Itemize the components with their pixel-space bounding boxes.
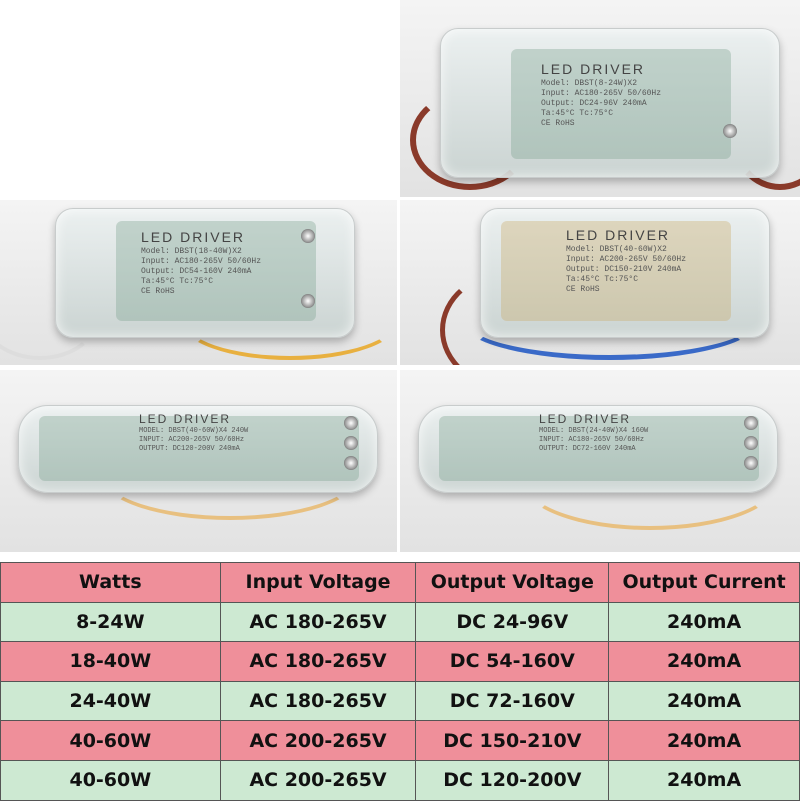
cell: 8-24W: [0, 601, 221, 643]
header-watts: Watts: [0, 562, 221, 603]
brown-wire: [730, 80, 800, 190]
blue-wire: [460, 280, 760, 360]
cell: 24-40W: [0, 680, 221, 722]
spec-table: Watts Input Voltage Output Voltage Outpu…: [0, 562, 800, 801]
cell: 240mA: [608, 759, 800, 801]
cell: AC 180-265V: [219, 601, 417, 643]
cell: 240mA: [608, 641, 800, 682]
cell: AC 200-265V: [219, 759, 417, 801]
table-header-row: Watts Input Voltage Output Voltage Outpu…: [0, 562, 800, 603]
header-output-current: Output Current: [608, 562, 800, 603]
cell: 240mA: [608, 720, 800, 761]
yellow-wire: [180, 280, 397, 360]
header-output-voltage: Output Voltage: [415, 562, 610, 603]
cell: DC 54-160V: [415, 641, 610, 682]
output-wire: [100, 430, 360, 520]
cell: AC 180-265V: [219, 680, 417, 722]
cell: DC 24-96V: [415, 601, 610, 643]
header-input-voltage: Input Voltage: [219, 562, 417, 603]
cell: DC 120-200V: [415, 759, 610, 801]
cell: 240mA: [608, 601, 800, 643]
output-wire: [520, 430, 780, 530]
cell: DC 150-210V: [415, 720, 610, 761]
cell: 18-40W: [0, 641, 221, 682]
cell: 40-60W: [0, 759, 221, 801]
cell: AC 200-265V: [219, 720, 417, 761]
cell: 240mA: [608, 680, 800, 722]
brown-wire: [410, 90, 530, 190]
white-wire: [0, 270, 100, 360]
cell: AC 180-265V: [219, 641, 417, 682]
brown-wire: [440, 270, 580, 365]
cell: DC 72-160V: [415, 680, 610, 722]
cell: 40-60W: [0, 720, 221, 761]
